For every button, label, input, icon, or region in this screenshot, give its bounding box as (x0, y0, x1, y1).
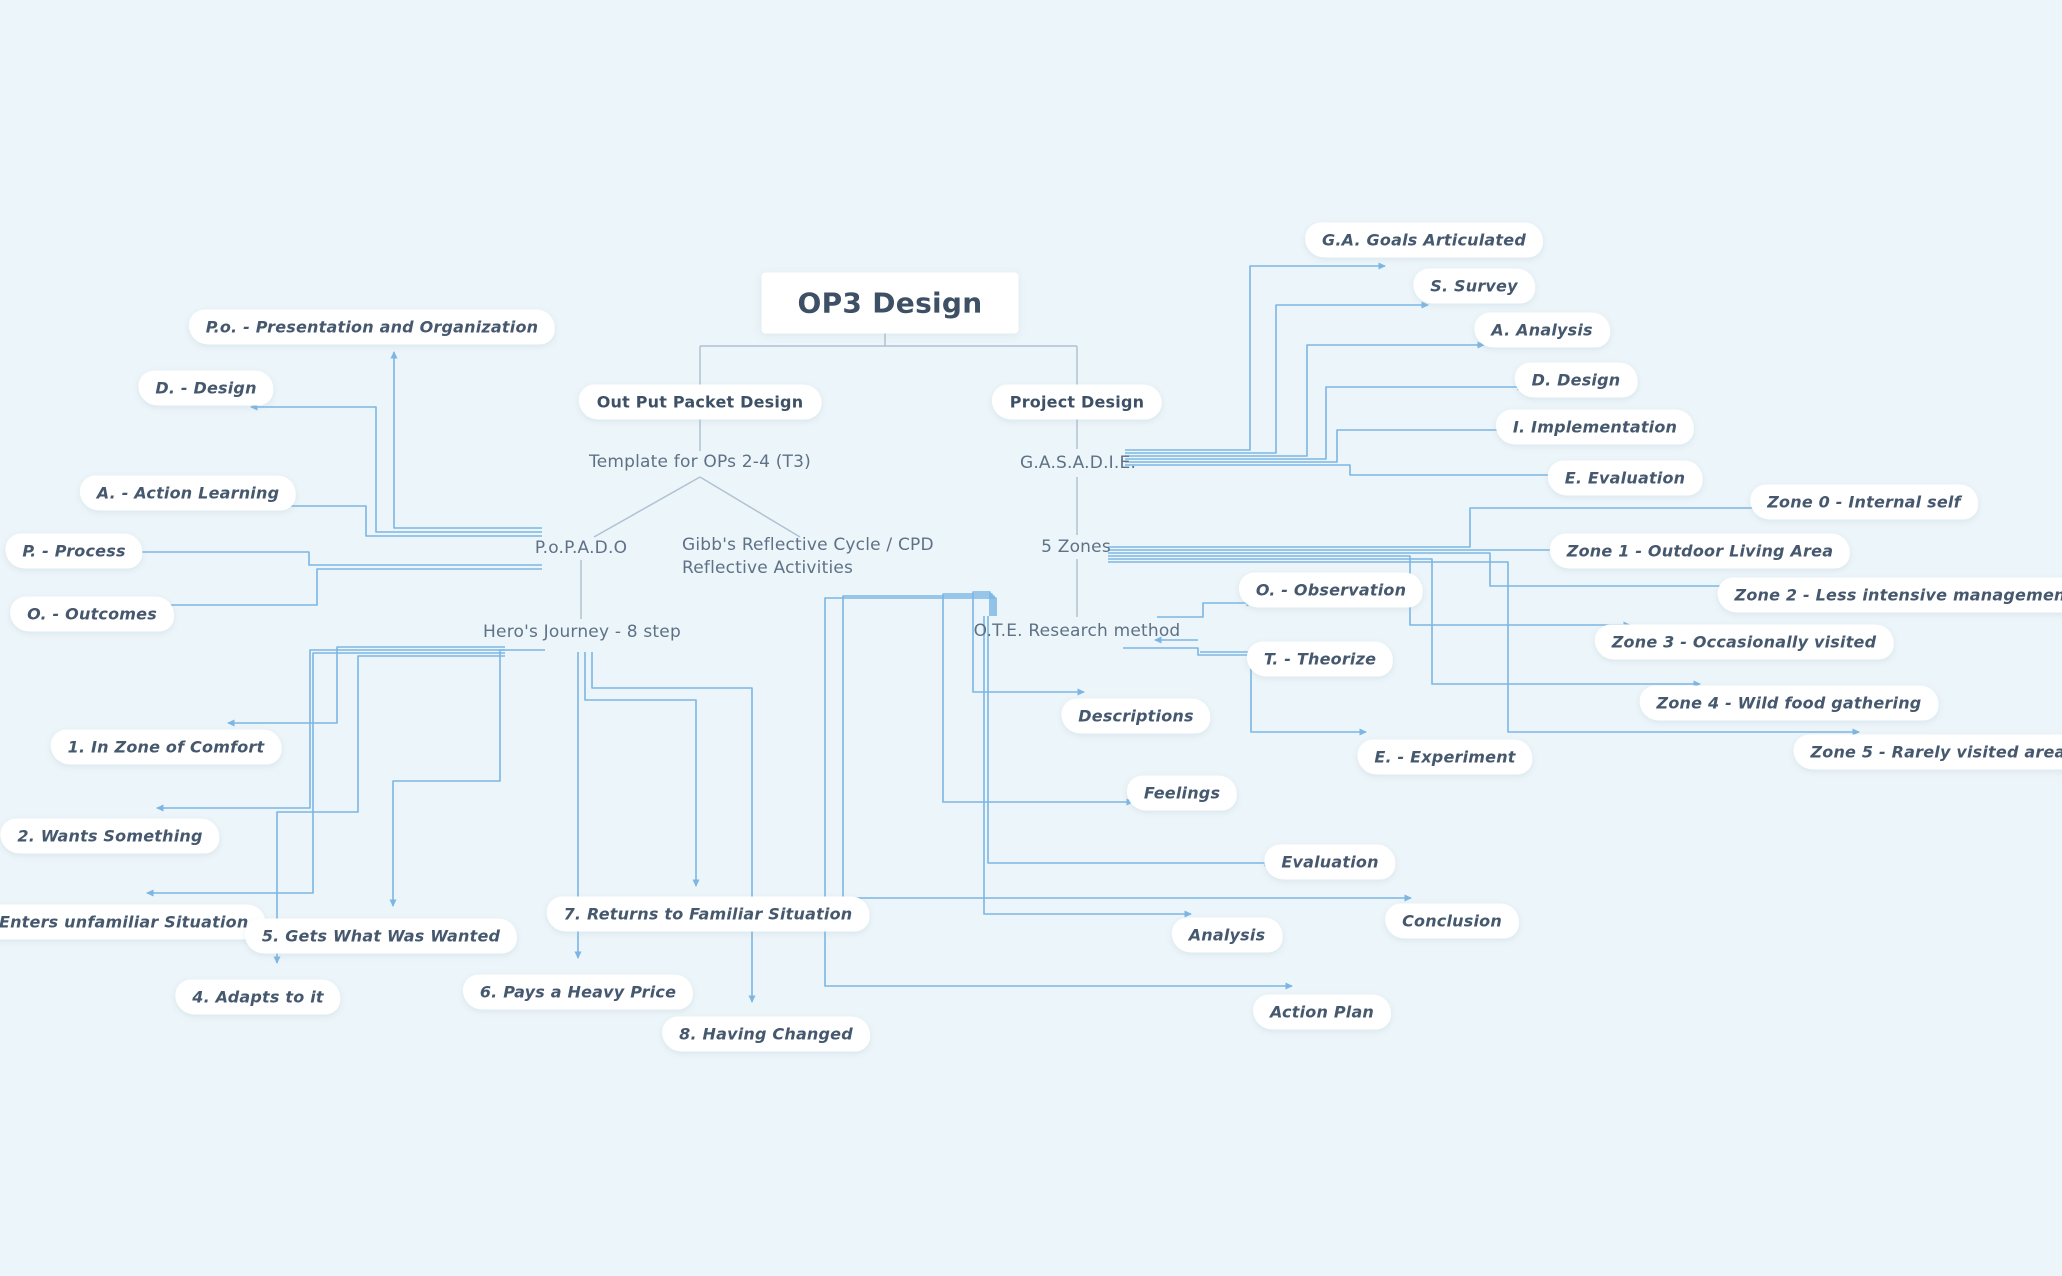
edge-link-13 (273, 502, 542, 537)
node-i-implementation[interactable]: I. Implementation (1495, 409, 1695, 445)
node-descriptions[interactable]: Descriptions (1061, 698, 1211, 734)
node-out-put-packet[interactable]: Out Put Packet Design (578, 384, 822, 420)
edge-link-16 (227, 646, 505, 727)
node-gasadie[interactable]: G.A.S.A.D.I.E. (1019, 453, 1137, 473)
node-e-experiment[interactable]: E. - Experiment (1357, 739, 1533, 775)
node-gibbs[interactable]: Gibb's Reflective Cycle / CPD Reflective… (682, 535, 934, 578)
node-hero-8[interactable]: 8. Having Changed (662, 1016, 870, 1052)
edge-link-26 (1125, 341, 1485, 457)
node-hero-4[interactable]: 4. Adapts to it (175, 979, 341, 1015)
node-project-design[interactable]: Project Design (991, 384, 1163, 420)
edge-link-36 (1157, 599, 1254, 618)
node-a-action-learning[interactable]: A. - Action Learning (79, 475, 297, 511)
edge-link-25 (1125, 301, 1429, 454)
edge-link-39 (1200, 651, 1367, 736)
node-zone-0[interactable]: Zone 0 - Internal self (1750, 484, 1978, 520)
edge-link-44 (842, 595, 1412, 902)
node-action-plan[interactable]: Action Plan (1252, 994, 1392, 1030)
node-p-process[interactable]: P. - Process (5, 533, 143, 569)
edge-link-32 (1108, 552, 1757, 590)
edge-link-43 (983, 616, 1192, 918)
node-e-evaluation[interactable]: E. Evaluation (1547, 460, 1703, 496)
edge-link-38 (1123, 647, 1259, 659)
node-zone-5[interactable]: Zone 5 - Rarely visited area (1793, 734, 2062, 770)
node-a-analysis[interactable]: A. Analysis (1474, 312, 1610, 348)
node-d-design[interactable]: D. - Design (138, 370, 274, 406)
node-hero-6[interactable]: 6. Pays a Heavy Price (462, 974, 694, 1010)
edge-link-29 (1125, 464, 1557, 479)
edge-link-12 (250, 403, 542, 533)
edge-link-41 (942, 593, 1134, 806)
node-hero-2[interactable]: 2. Wants Something (0, 818, 220, 854)
node-hero-5[interactable]: 5. Gets What Was Wanted (244, 918, 518, 954)
edge-link-27 (1125, 383, 1525, 460)
node-op3-design[interactable]: OP3 Design (761, 272, 1019, 334)
edge-link-11 (390, 351, 542, 529)
edge-link-42 (987, 616, 1272, 867)
node-heros-journey[interactable]: Hero's Journey - 8 step (483, 622, 681, 642)
node-template-ops[interactable]: Template for OPs 2-4 (T3) (589, 452, 811, 472)
node-zone-4[interactable]: Zone 4 - Wild food gathering (1639, 685, 1939, 721)
node-ga-goals[interactable]: G.A. Goals Articulated (1305, 222, 1543, 258)
node-zone-1[interactable]: Zone 1 - Outdoor Living Area (1549, 533, 1851, 569)
node-hero-3[interactable]: 3. Enters unfamiliar Situation (0, 904, 266, 940)
edge-link-40 (972, 591, 1085, 696)
edge-link-14 (131, 548, 542, 566)
node-o-outcomes[interactable]: O. - Outcomes (10, 596, 174, 632)
edge-link-15 (154, 568, 542, 609)
node-popado[interactable]: P.o.P.A.D.O (534, 538, 628, 558)
node-d-design-2[interactable]: D. Design (1514, 362, 1638, 398)
edge-link-30 (1108, 504, 1770, 548)
edge-tree-5 (593, 476, 701, 538)
node-o-observation[interactable]: O. - Observation (1238, 572, 1424, 608)
node-conclusion[interactable]: Conclusion (1385, 903, 1519, 939)
edge-link-34 (1108, 558, 1701, 688)
edge-tree-6 (699, 476, 801, 538)
node-po-presentation[interactable]: P.o. - Presentation and Organization (188, 309, 556, 345)
node-evaluation[interactable]: Evaluation (1264, 844, 1396, 880)
edge-link-20 (389, 649, 545, 907)
edge-link-18 (146, 652, 505, 897)
node-zone-3[interactable]: Zone 3 - Occasionally visited (1594, 624, 1894, 660)
edge-link-45 (824, 597, 1293, 990)
node-s-survey[interactable]: S. Survey (1413, 268, 1535, 304)
node-zone-2[interactable]: Zone 2 - Less intensive management (1717, 577, 2062, 613)
node-analysis[interactable]: Analysis (1171, 917, 1283, 953)
edge-link-19 (273, 655, 505, 964)
edge-link-22 (584, 652, 700, 887)
node-feelings[interactable]: Feelings (1126, 775, 1238, 811)
edge-link-17 (156, 649, 505, 812)
node-t-theorize[interactable]: T. - Theorize (1246, 641, 1394, 677)
edge-link-35 (1108, 561, 1860, 736)
edge-link-24 (1125, 262, 1386, 451)
edge-link-28 (1125, 426, 1510, 463)
node-five-zones[interactable]: 5 Zones (1041, 537, 1111, 557)
node-hero-7[interactable]: 7. Returns to Familiar Situation (546, 896, 870, 932)
edge-link-23 (591, 652, 756, 1003)
node-hero-1[interactable]: 1. In Zone of Comfort (50, 729, 282, 765)
node-ote-research[interactable]: O.T.E. Research method (973, 621, 1181, 641)
